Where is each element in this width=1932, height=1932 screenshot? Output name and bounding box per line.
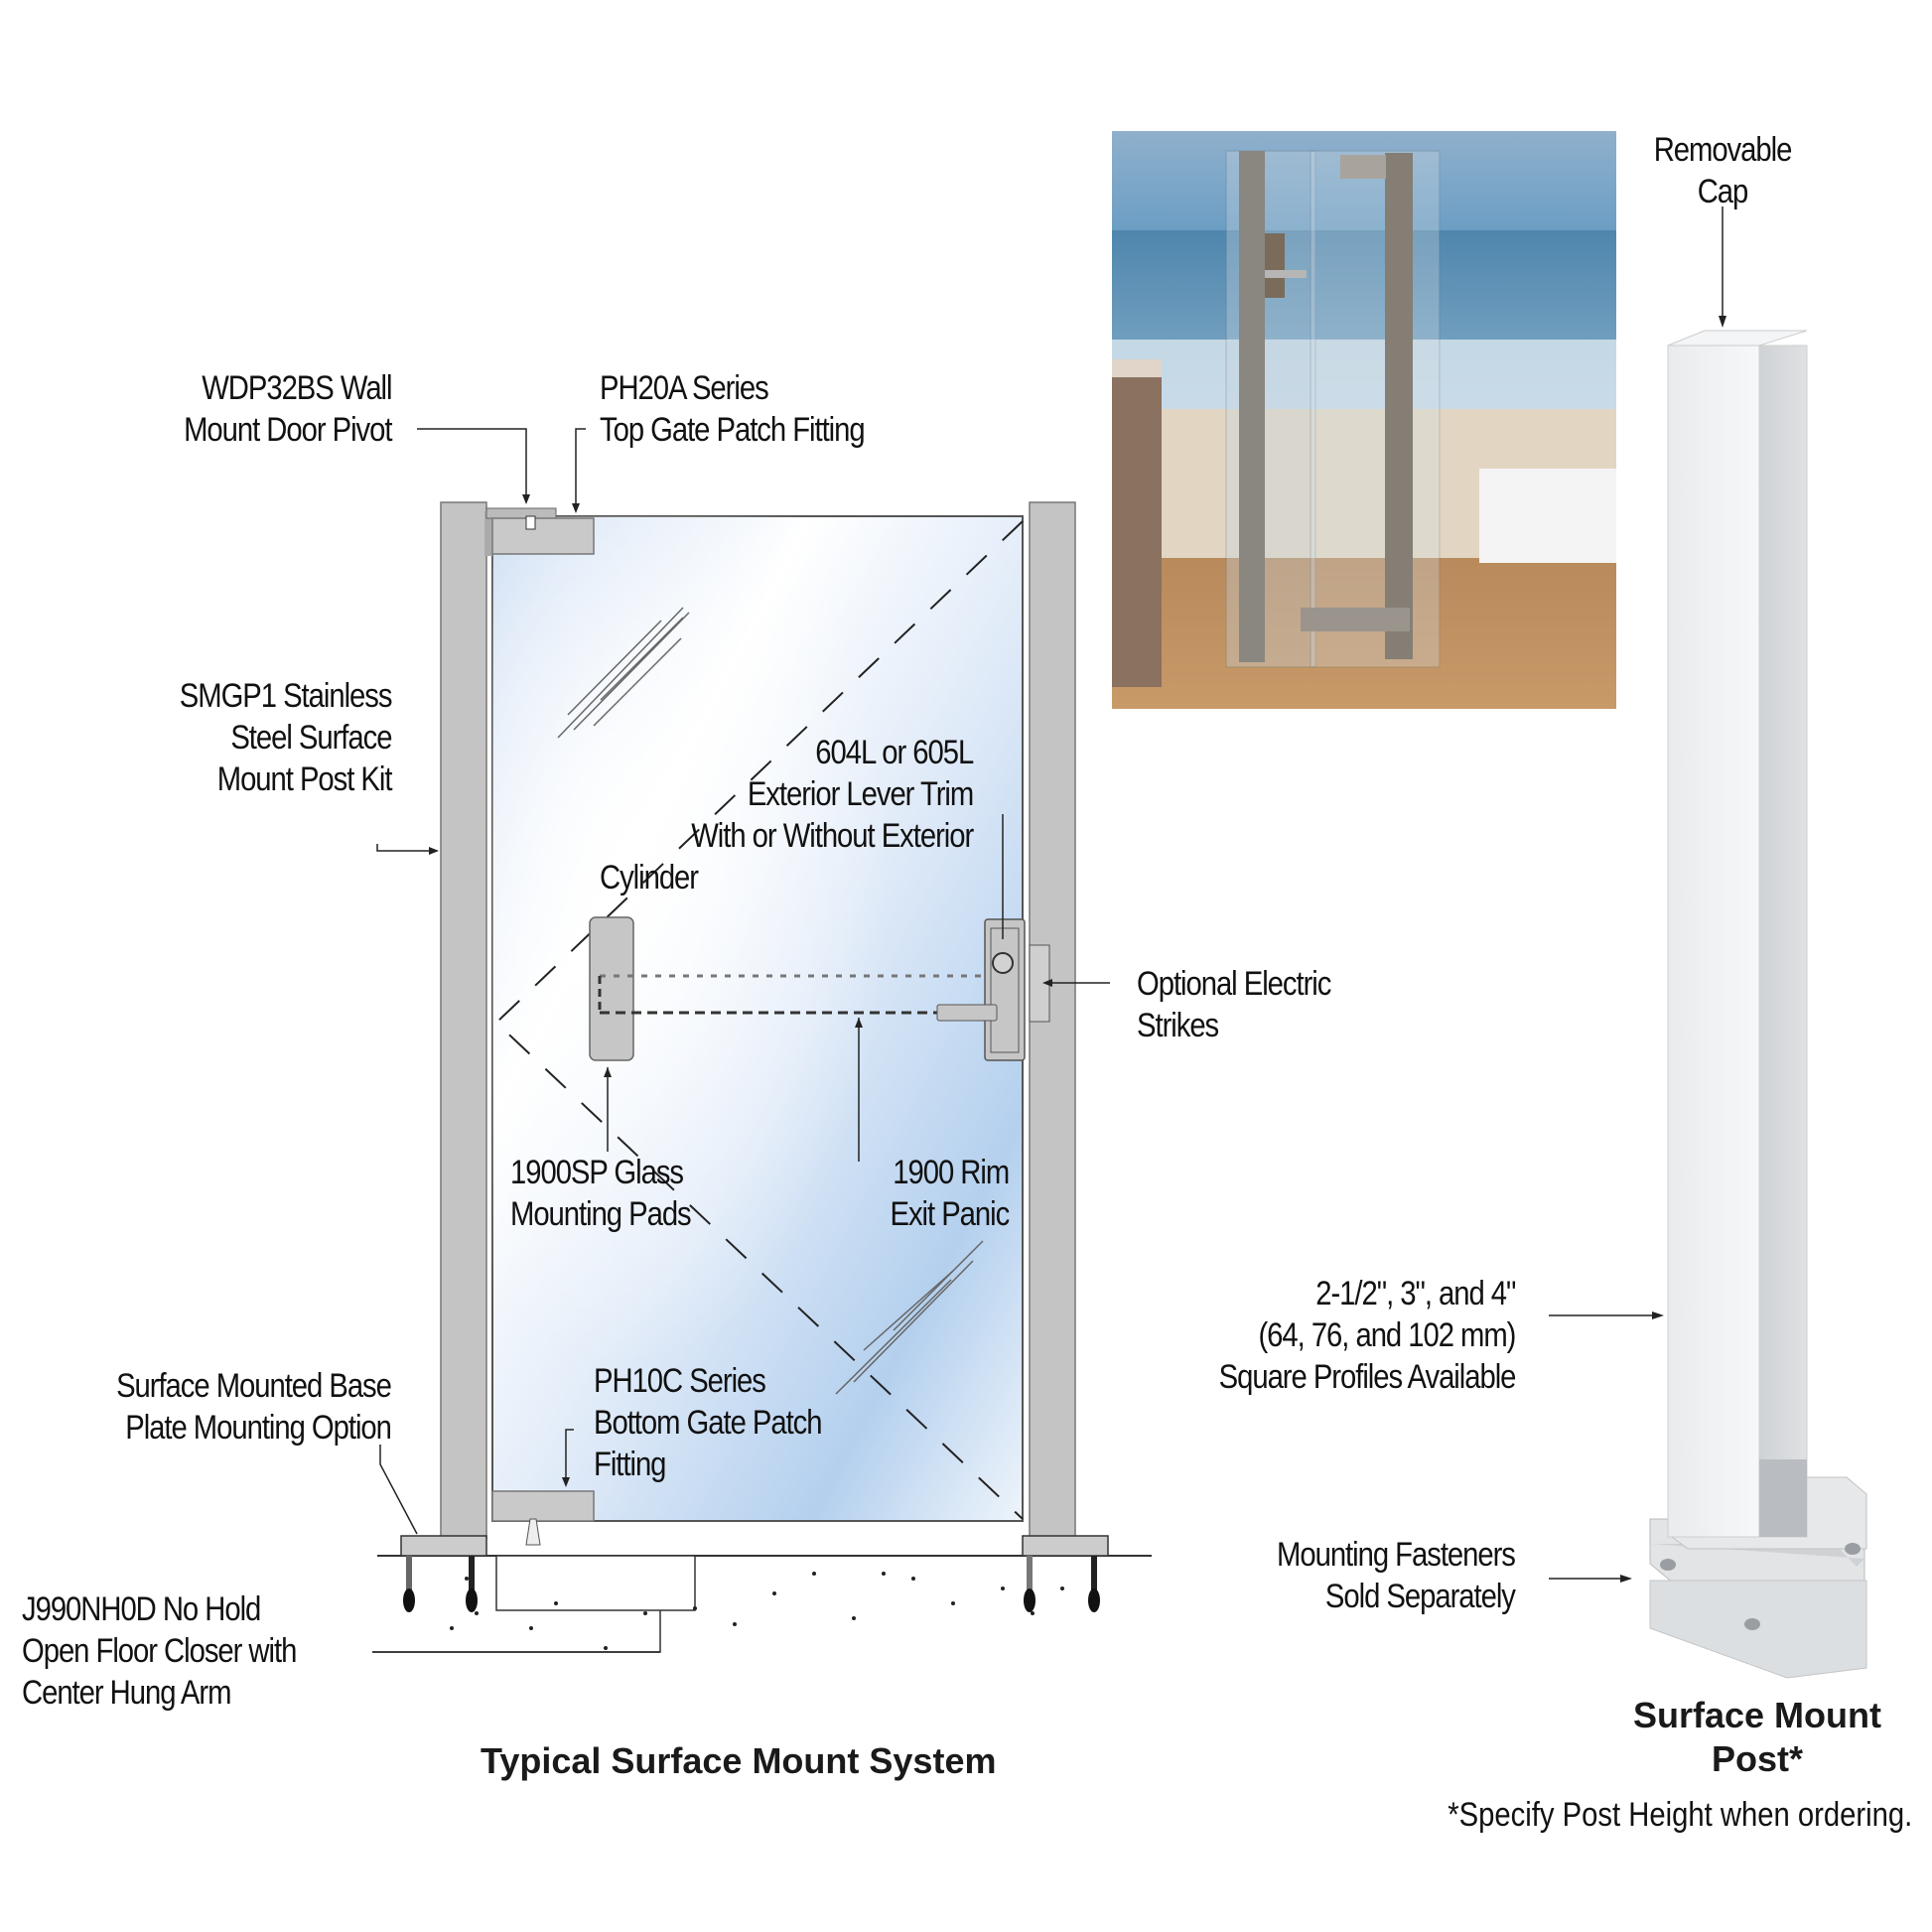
- label-wall-pivot: WDP32BS Wall Mount Door Pivot: [183, 369, 392, 449]
- installed-gate-photo: [1112, 131, 1616, 709]
- label-bottom-patch: PH10C Series Bottom Gate Patch Fitting: [594, 1362, 823, 1483]
- right-base-plate: [1022, 1535, 1109, 1612]
- label-mounting-pads: 1900SP Glass Mounting Pads: [510, 1154, 692, 1233]
- left-post: [440, 501, 492, 1540]
- post-title: Surface Mount Post*: [1632, 1695, 1881, 1779]
- label-exit-panic: 1900 Rim Exit Panic: [890, 1154, 1010, 1233]
- lever-trim: [936, 908, 1026, 1061]
- label-floor-closer: J990NH0D No Hold Open Floor Closer with …: [22, 1590, 297, 1712]
- exit-panic-bar: [598, 974, 983, 1015]
- diagram-title: Typical Surface Mount System: [481, 1740, 997, 1781]
- glass-panel: [491, 515, 1024, 1522]
- label-lever-trim-cylinder: Cylinder: [600, 859, 699, 897]
- top-patch-fitting: [485, 507, 595, 555]
- label-top-patch: PH20A Series Top Gate Patch Fitting: [600, 369, 866, 449]
- label-mounting-fasteners: Mounting Fasteners Sold Separately: [1277, 1536, 1516, 1615]
- bottom-patch-fitting: [491, 1490, 595, 1546]
- label-removable-cap: Removable Cap: [1653, 131, 1793, 210]
- post-height-footnote: *Specify Post Height when ordering.: [1447, 1796, 1912, 1834]
- left-base-plate: [400, 1535, 487, 1612]
- label-base-plate: Surface Mounted Base Plate Mounting Opti…: [116, 1367, 392, 1447]
- label-lever-trim: 604L or 605L Exterior Lever Trim With or…: [691, 734, 974, 855]
- mounting-pad: [589, 916, 634, 1061]
- leader-lines: [372, 207, 1724, 1653]
- label-square-profiles: 2-1/2", 3", and 4" (64, 76, and 102 mm) …: [1218, 1275, 1516, 1396]
- surface-mount-post: [1649, 330, 1867, 1679]
- label-post-kit: SMGP1 Stainless Steel Surface Mount Post…: [179, 677, 392, 798]
- label-electric-strikes: Optional Electric Strikes: [1137, 965, 1331, 1044]
